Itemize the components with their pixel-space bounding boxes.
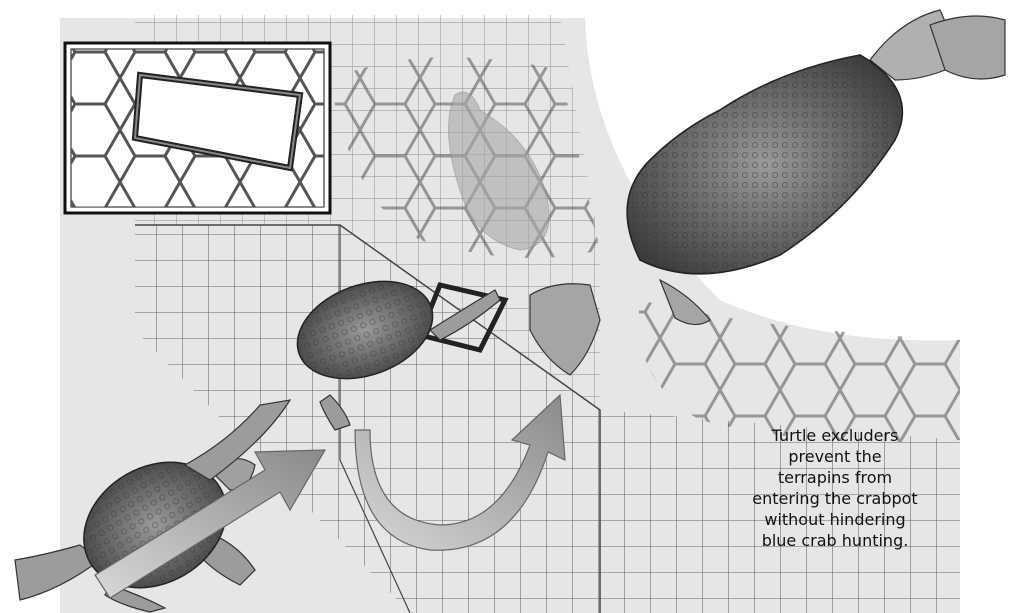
caption-text: Turtle excluders prevent the terrapins f… bbox=[735, 425, 935, 551]
excluder-detail-inset bbox=[65, 43, 330, 213]
